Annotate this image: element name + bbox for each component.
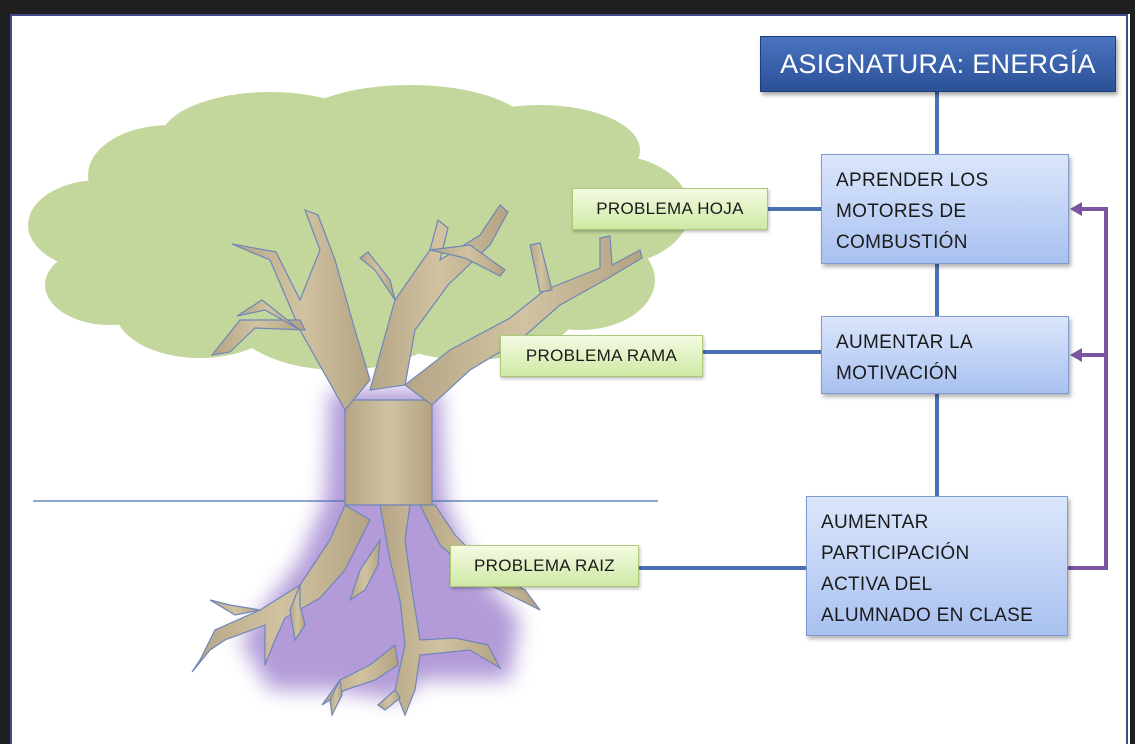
- step-text: ALUMNADO EN CLASE: [821, 605, 1034, 626]
- label-problema-hoja: PROBLEMA HOJA: [572, 188, 768, 230]
- step-text: COMBUSTIÓN: [836, 232, 968, 253]
- step-text: AUMENTAR LA: [836, 332, 974, 353]
- step-text: PARTICIPACIÓN: [821, 543, 970, 564]
- label-problema-rama: PROBLEMA RAMA: [500, 335, 703, 377]
- connectors: [639, 92, 939, 570]
- step-text: ACTIVA DEL: [821, 574, 933, 595]
- step-text: MOTIVACIÓN: [836, 363, 958, 384]
- step-text: MOTORES DE: [836, 201, 967, 222]
- feedback-arrows: [1068, 207, 1108, 570]
- label-problema-raiz: PROBLEMA RAIZ: [450, 545, 639, 587]
- step-box-motivation: AUMENTAR LA MOTIVACIÓN: [821, 316, 1069, 394]
- step-text: APRENDER LOS: [836, 170, 989, 191]
- subject-title: ASIGNATURA: ENERGÍA: [760, 36, 1116, 92]
- step-text: AUMENTAR: [821, 512, 929, 533]
- step-box-participation: AUMENTAR PARTICIPACIÓN ACTIVA DEL ALUMNA…: [806, 496, 1068, 636]
- tree-trunk: [191, 204, 643, 718]
- arrowheads: [1070, 202, 1082, 362]
- slide-border: [10, 14, 1128, 744]
- step-box-learn-engines: APRENDER LOS MOTORES DE COMBUSTIÓN: [821, 154, 1069, 264]
